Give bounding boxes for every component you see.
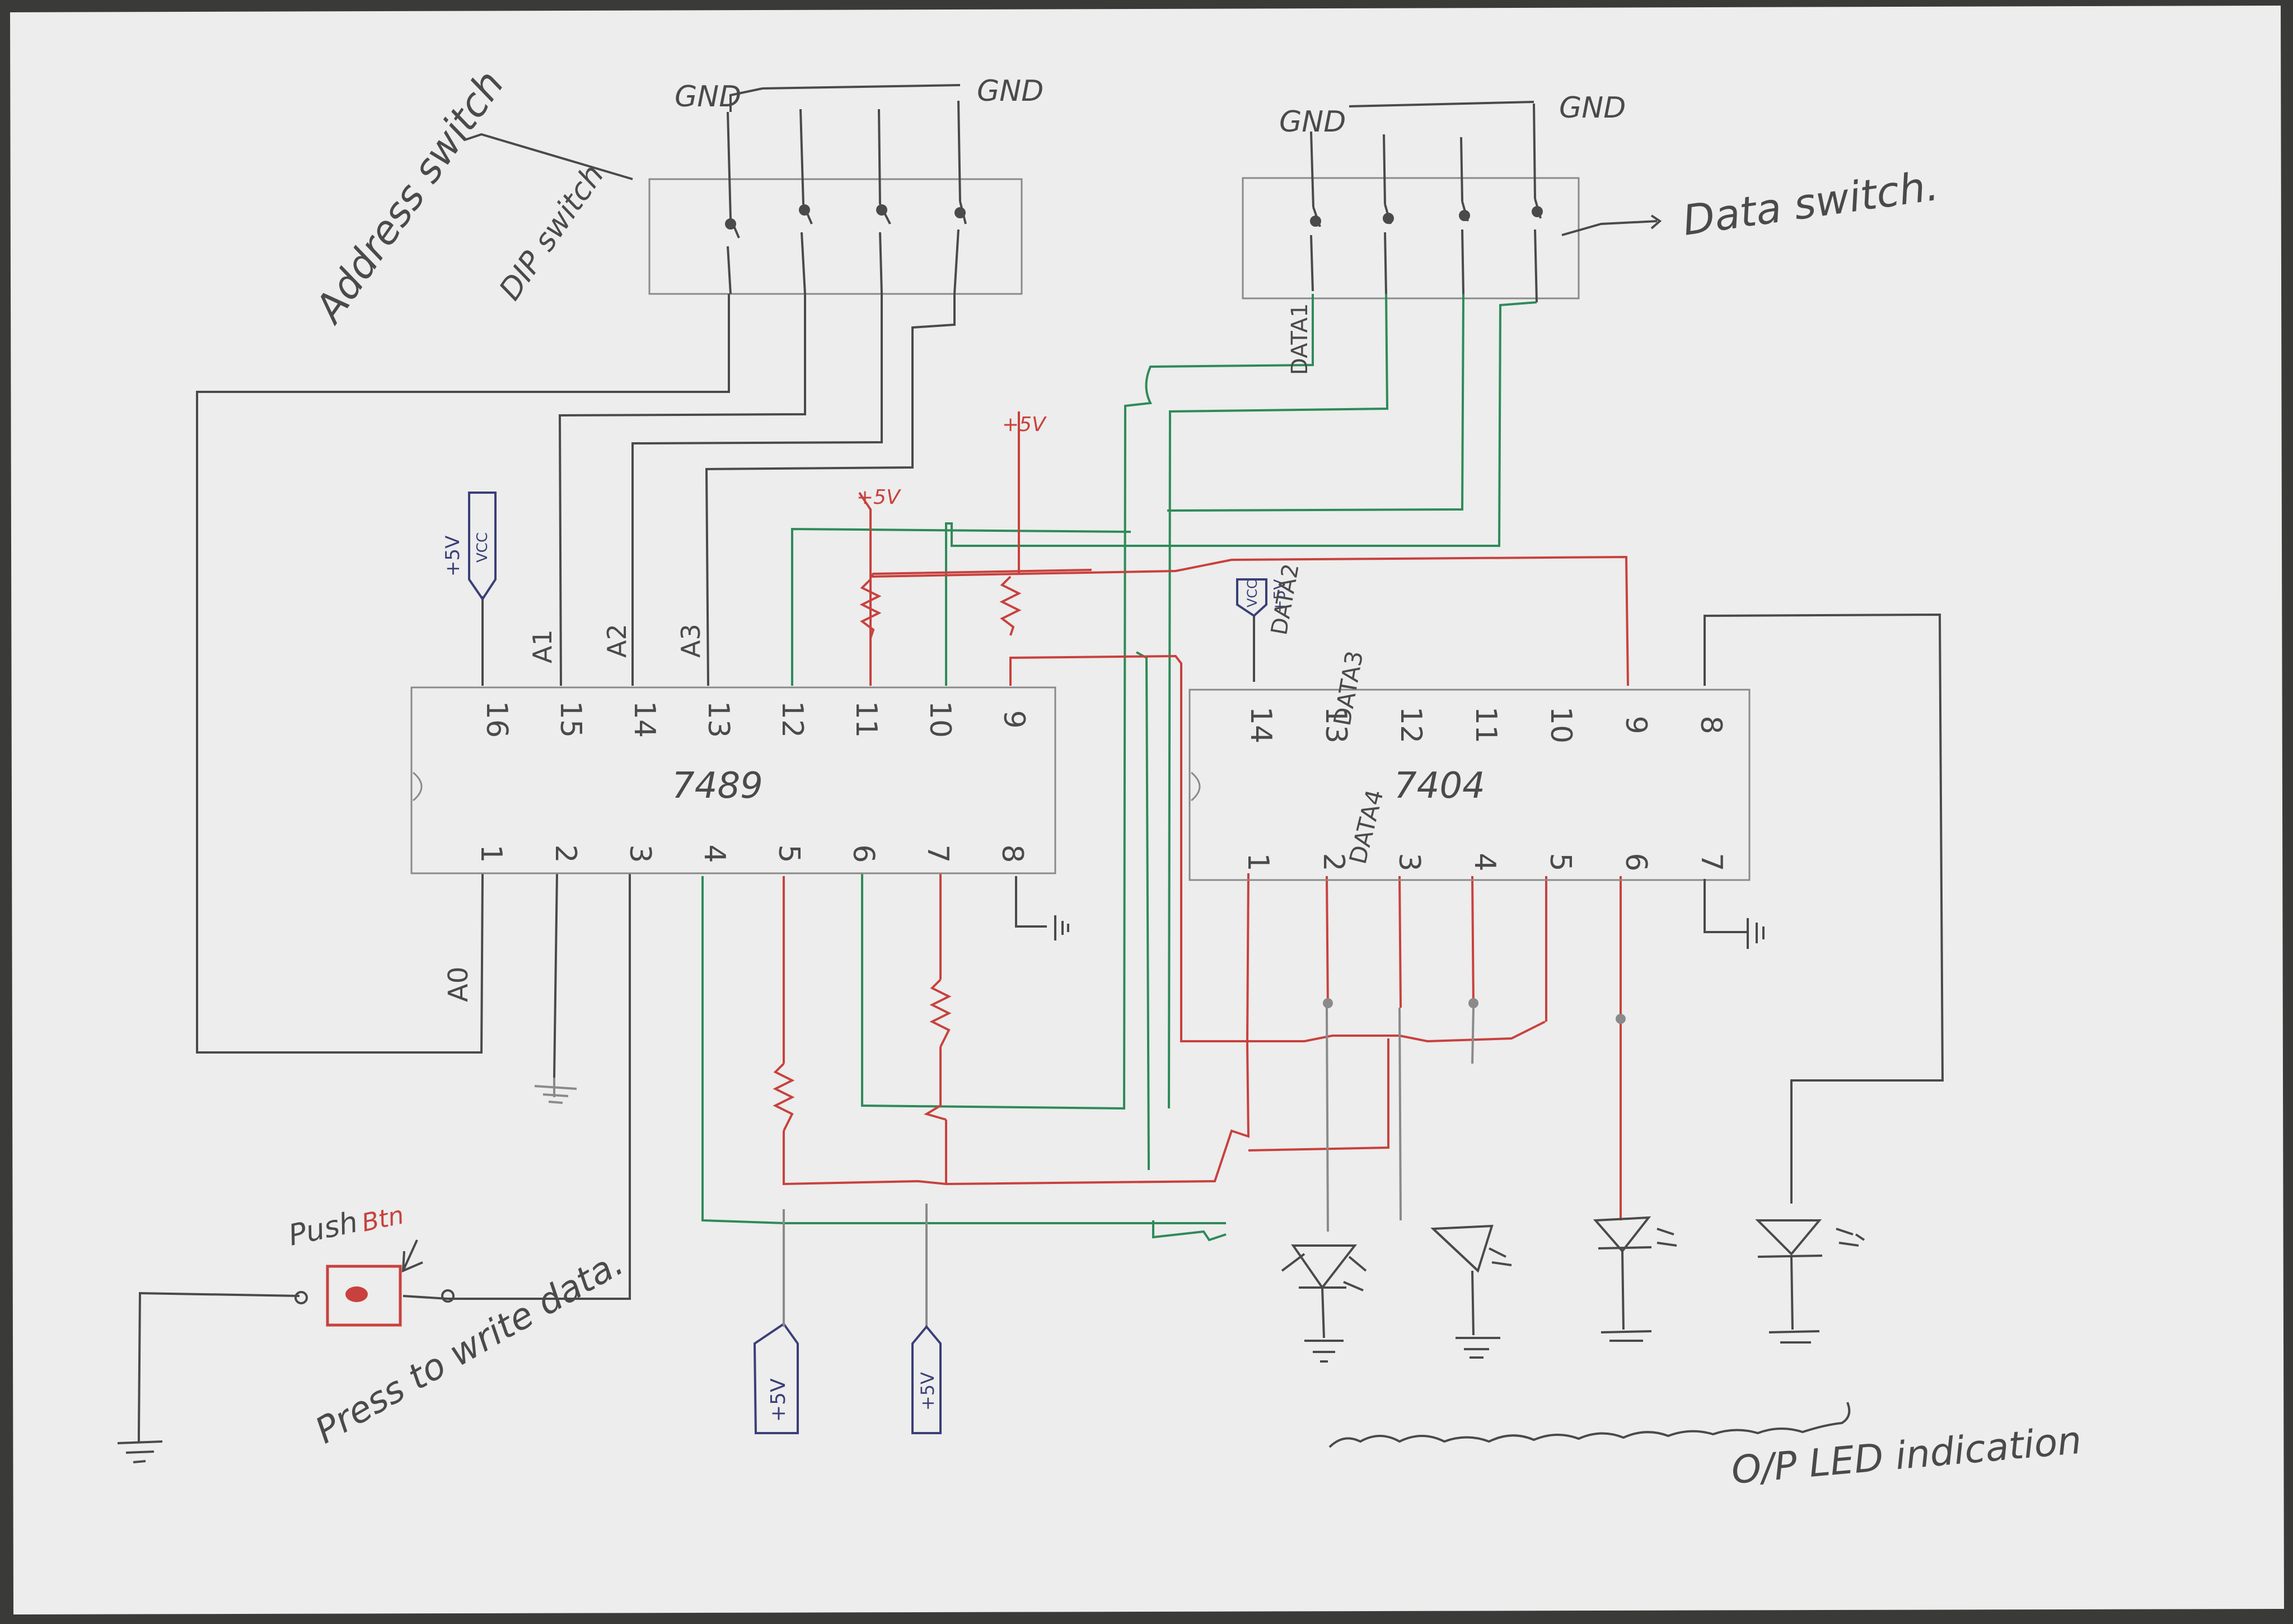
c1top-pin-16: 16 xyxy=(480,701,513,738)
led-4 xyxy=(1755,1219,1865,1344)
vcc-label-7489: VCC xyxy=(474,532,491,563)
a3-label: A3 xyxy=(676,624,706,658)
vcc-label-7404: VCC xyxy=(1244,579,1260,607)
plus5v-label-bottom-1: +5V xyxy=(767,1378,790,1422)
c1bot-pin-5: 5 xyxy=(772,844,806,863)
gnd-data-right: GND xyxy=(1559,91,1626,125)
address-switch-arrow xyxy=(464,133,633,180)
data-dip-switch xyxy=(1242,101,1662,303)
red-wires xyxy=(783,411,1629,1206)
c1top-pin-9: 9 xyxy=(997,710,1031,728)
vcc-tag-7489: VCC +5V xyxy=(442,492,497,601)
c1bot-pin-6: 6 xyxy=(846,844,880,863)
c2bot-pin-4: 4 xyxy=(1468,853,1501,871)
gnd-data-left: GND xyxy=(1279,105,1346,139)
c2top-pin-8: 8 xyxy=(1694,715,1728,734)
a2-label: A2 xyxy=(602,624,632,658)
c1bot-pin-1: 1 xyxy=(474,844,508,863)
plus5v-label-red-1: +5V xyxy=(857,486,901,509)
led-3 xyxy=(1593,1216,1677,1342)
plus5v-label-7404: +5V xyxy=(1270,579,1289,613)
led-bracket xyxy=(1328,1402,1851,1448)
plus5v-label-bottom-2: +5V xyxy=(917,1372,938,1411)
a0-label: A0 xyxy=(443,967,474,1002)
c2top-pin-10: 10 xyxy=(1544,706,1578,743)
c1bot-pin-7: 7 xyxy=(921,844,954,863)
c1top-pin-11: 11 xyxy=(849,701,883,738)
c2top-pin-12: 12 xyxy=(1394,706,1428,743)
output-leds xyxy=(1281,998,1865,1363)
c2top-pin-14: 14 xyxy=(1244,706,1277,743)
c2top-pin-11: 11 xyxy=(1469,706,1503,743)
gnd-address-left: GND xyxy=(675,80,741,114)
data1-label: DATA1 xyxy=(1287,303,1313,376)
data-wires xyxy=(701,293,1537,1242)
c2top-pin-9: 9 xyxy=(1619,715,1653,734)
plus5v-tag-bottom-1: +5V xyxy=(753,1209,799,1434)
c1bot-pin-8: 8 xyxy=(995,844,1029,863)
plus5v-tag-bottom-2: +5V xyxy=(911,1204,942,1434)
gnd-address-right: GND xyxy=(977,74,1043,108)
chip-7489-label: 7489 xyxy=(672,765,763,807)
c1top-pin-12: 12 xyxy=(775,701,809,738)
c2bot-pin-7: 7 xyxy=(1695,853,1728,871)
address-wires xyxy=(138,294,956,1434)
vcc-tag-7404: VCC +5V xyxy=(1236,578,1289,617)
address-dip-switch xyxy=(648,84,1023,295)
led-2 xyxy=(1430,1224,1512,1359)
c2top-pin-13: 13 xyxy=(1319,706,1353,743)
plus5v-label-7489: +5V xyxy=(442,536,464,577)
resistors xyxy=(773,575,1022,1131)
chip-7404-label: 7404 xyxy=(1394,765,1485,807)
c2bot-pin-3: 3 xyxy=(1392,853,1426,871)
c1bot-pin-2: 2 xyxy=(549,844,582,863)
a1-label: A1 xyxy=(527,629,558,663)
led-1 xyxy=(1281,1244,1367,1363)
c1top-pin-15: 15 xyxy=(554,701,587,738)
c1bot-pin-3: 3 xyxy=(623,844,657,863)
chip-power-ground xyxy=(481,596,1944,1204)
c1bot-pin-4: 4 xyxy=(698,844,731,863)
c1top-pin-13: 13 xyxy=(701,701,735,738)
c2bot-pin-2: 2 xyxy=(1317,853,1350,871)
c2bot-pin-1: 1 xyxy=(1241,853,1275,871)
c2bot-pin-5: 5 xyxy=(1543,853,1577,871)
c1top-pin-10: 10 xyxy=(923,701,957,738)
c1top-pin-14: 14 xyxy=(628,701,661,738)
c2bot-pin-6: 6 xyxy=(1619,853,1653,871)
plus5v-label-red-2: +5V xyxy=(1002,413,1047,436)
